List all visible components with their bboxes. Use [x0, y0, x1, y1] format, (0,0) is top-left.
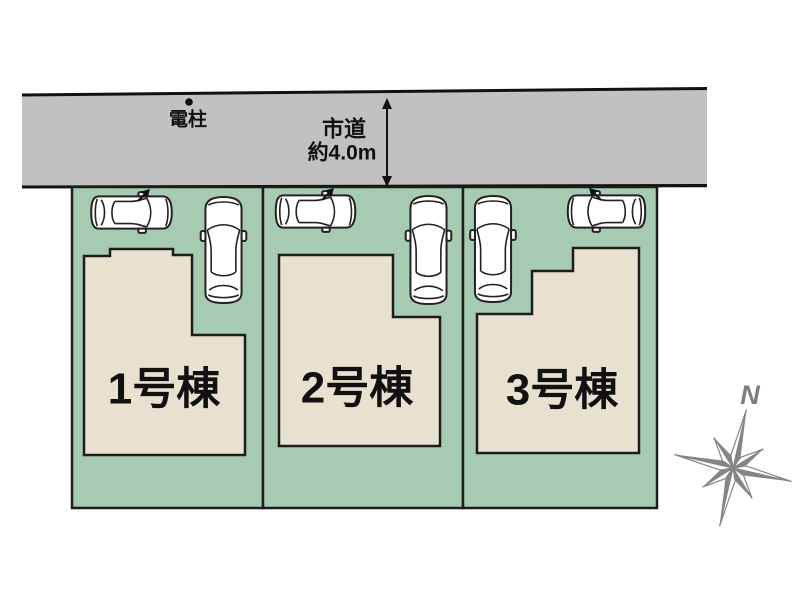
road: 電柱 市道 約4.0m	[21, 87, 708, 189]
road-edge-top	[21, 87, 708, 97]
road-width-arrow	[382, 98, 392, 187]
car-icon	[199, 196, 248, 304]
building-2-label: 2号棟	[301, 364, 414, 413]
car-icon	[90, 191, 173, 234]
compass-north-label: N	[740, 380, 760, 410]
building-3	[475, 246, 641, 455]
road-surface	[22, 88, 707, 188]
car-icon	[404, 194, 453, 306]
car-entry-arrow	[321, 188, 334, 201]
compass-light-points	[674, 409, 792, 527]
plot-1: 1号棟	[70, 185, 265, 510]
car-icon	[566, 190, 647, 233]
building-3-label: 3号棟	[506, 366, 619, 415]
road-width-label-line2: 約4.0m	[308, 141, 377, 165]
compass-rose-icon: N	[674, 380, 792, 527]
car-entry-arrow	[137, 189, 150, 202]
plot-3: 3号棟	[461, 185, 659, 510]
building-1-label: 1号棟	[108, 365, 221, 414]
plot-2: 2号棟	[261, 185, 465, 510]
car-icon	[274, 190, 357, 233]
car-icon	[469, 195, 517, 303]
building-1	[82, 247, 247, 457]
building-2	[277, 253, 442, 448]
road-width-label-line1: 市道	[322, 117, 366, 142]
utility-pole-dot	[185, 98, 193, 106]
utility-pole-label: 電柱	[169, 108, 207, 131]
car-entry-arrow	[589, 188, 602, 201]
